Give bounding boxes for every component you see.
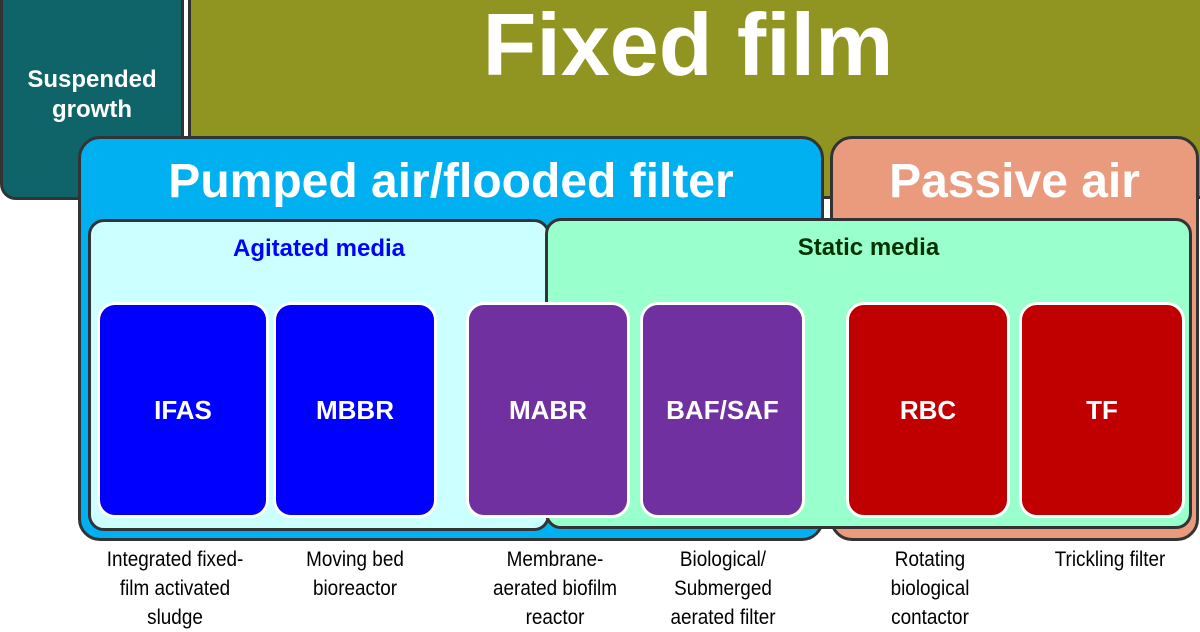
passive-air-label: Passive air [889, 155, 1140, 208]
caption-baf-saf: Biological/ Submerged aerated filter [670, 548, 776, 629]
tile-mbbr-label: MBBR [316, 394, 394, 425]
tile-ifas: IFAS [97, 302, 269, 518]
caption-rbc: Rotating biological contactor [890, 548, 970, 629]
agitated-media-label: Agitated media [232, 235, 406, 262]
fixed-film-label: Fixed film [482, 0, 894, 94]
tile-tf: TF [1019, 302, 1185, 518]
suspended-growth-label: Suspended growth [27, 66, 157, 123]
pumped-air-label: Pumped air/flooded filter [168, 155, 734, 208]
tile-mabr: MABR [466, 302, 630, 518]
caption-tf: Trickling filter [1054, 548, 1166, 571]
tile-rbc-label: RBC [899, 394, 957, 425]
static-media-label: Static media [797, 234, 940, 261]
tile-tf-label: TF [1086, 394, 1118, 425]
caption-ifas: Integrated fixed-film activated sludge [106, 548, 244, 629]
tile-baf-saf-label: BAF/SAF [666, 394, 779, 425]
tile-mabr-label: MABR [509, 394, 587, 425]
tile-ifas-label: IFAS [154, 394, 212, 425]
tile-mbbr: MBBR [273, 302, 437, 518]
caption-mabr: Membrane-aerated biofilm reactor [493, 548, 617, 629]
tile-baf-saf: BAF/SAF [640, 302, 805, 518]
caption-mbbr: Moving bed bioreactor [306, 548, 404, 600]
tile-rbc: RBC [846, 302, 1010, 518]
